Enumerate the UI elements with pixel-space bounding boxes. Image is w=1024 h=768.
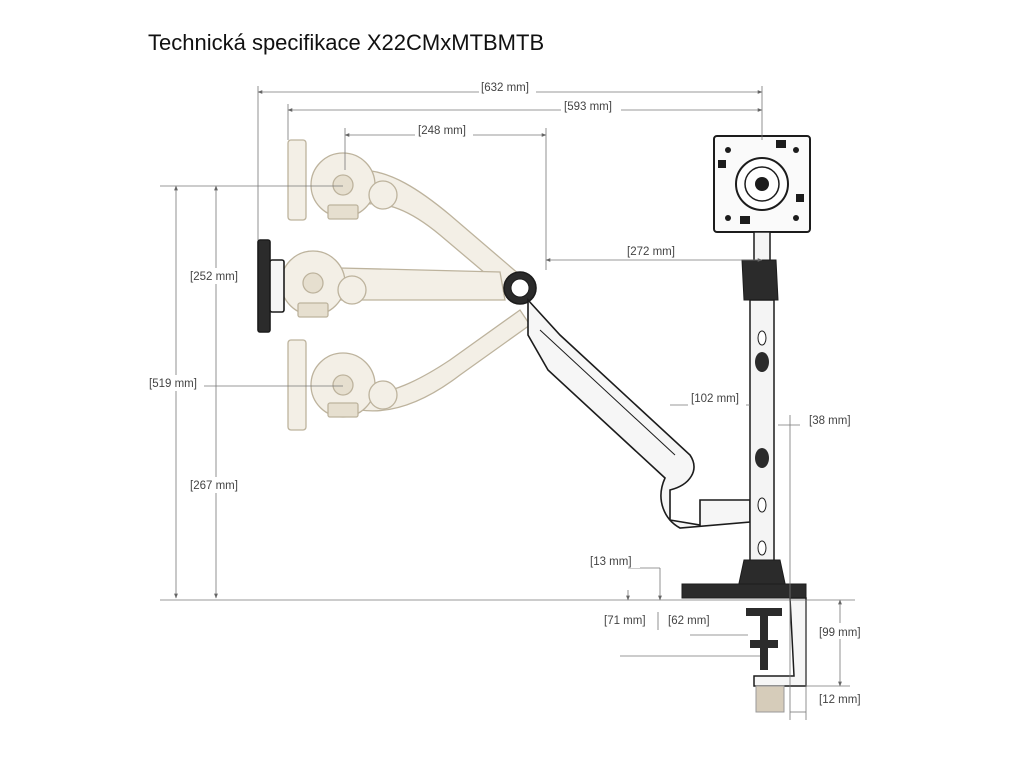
dim-99: [99 mm] <box>819 627 861 639</box>
dim-267: [267 mm] <box>190 480 238 492</box>
dim-248: [248 mm] <box>418 125 466 137</box>
dim-38: [38 mm] <box>809 415 851 427</box>
page-title: Technická specifikace X22CMxMTBMTB <box>148 30 545 55</box>
dim-632: [632 mm] <box>481 82 529 94</box>
vesa-mount-front <box>713 135 811 233</box>
main-arm <box>503 271 751 529</box>
dimension-lines <box>160 86 855 720</box>
dim-272: [272 mm] <box>627 246 675 258</box>
dim-252: [252 mm] <box>190 271 238 283</box>
dim-102: [102 mm] <box>691 393 739 405</box>
column-and-clamp <box>681 231 807 713</box>
ghost-position-lower <box>287 309 531 431</box>
dimension-labels: [632 mm] [593 mm] [248 mm] [272 mm] [252… <box>146 79 868 706</box>
dim-71: [71 mm] <box>604 615 646 627</box>
vesa-plate-side <box>257 239 271 333</box>
dim-13: [13 mm] <box>590 556 632 568</box>
dim-12: [12 mm] <box>819 694 861 706</box>
ghost-arm-positions <box>257 139 531 431</box>
dim-519: [519 mm] <box>149 378 197 390</box>
dim-593: [593 mm] <box>564 101 612 113</box>
dim-62: [62 mm] <box>668 615 710 627</box>
ghost-position-upper <box>287 139 521 291</box>
